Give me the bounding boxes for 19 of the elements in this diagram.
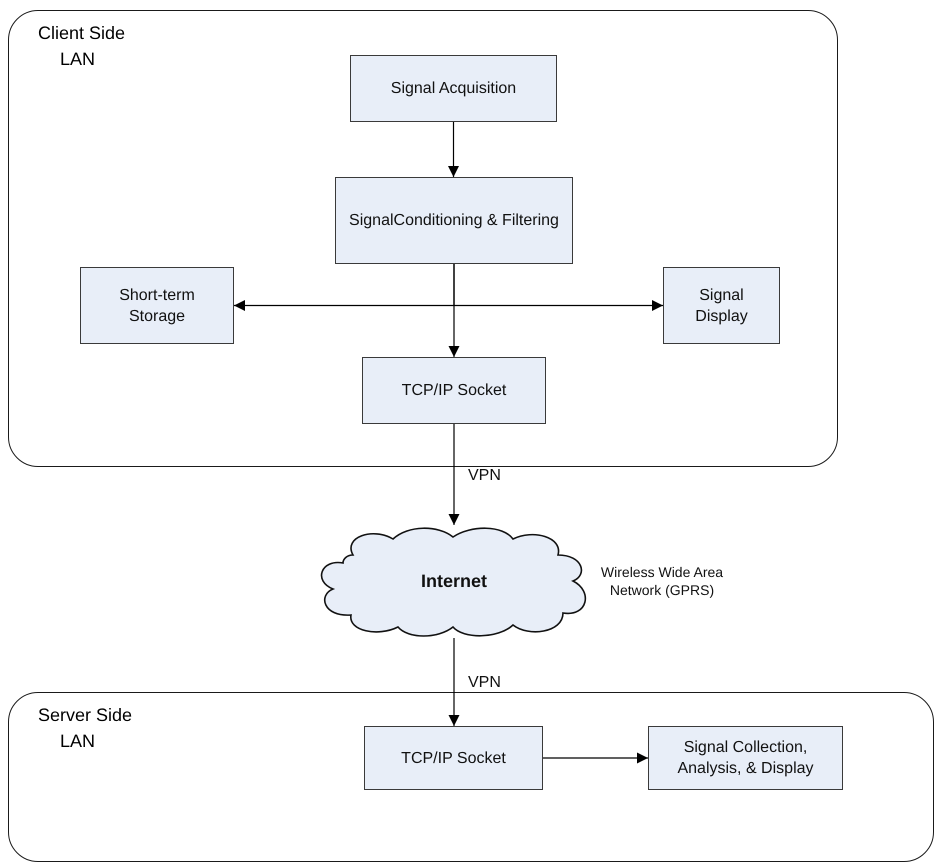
process-box: SignalConditioning & Filtering [335, 177, 573, 264]
arrow [453, 264, 663, 311]
node-caption: Wireless Wide Area Network (GPRS) [600, 563, 724, 599]
process-box: TCP/IP Socket [362, 357, 546, 424]
process-box: Signal Acquisition [350, 55, 557, 122]
process-box: TCP/IP Socket [364, 726, 543, 790]
arrow [448, 424, 460, 525]
region-frame [8, 692, 934, 862]
arrow [543, 752, 648, 764]
region-title: LAN [60, 49, 96, 70]
process-box: Signal Collection, Analysis, & Display [648, 726, 843, 790]
process-box: Signal Display [663, 267, 780, 344]
node-label: Internet [420, 571, 487, 592]
region-title: Server Side [38, 705, 132, 726]
region-title: LAN [60, 731, 96, 752]
process-box: Short-term Storage [80, 267, 234, 344]
region-title: Client Side [38, 23, 126, 44]
arrow [448, 122, 459, 177]
region-frame [8, 10, 838, 467]
